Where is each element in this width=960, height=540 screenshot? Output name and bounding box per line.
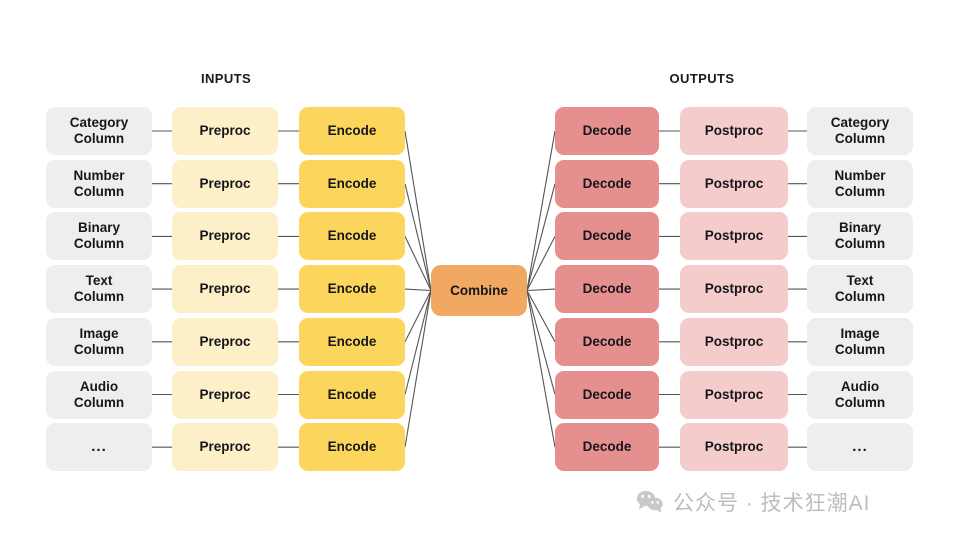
wechat-icon [636,490,663,513]
preproc-box[interactable]: Preproc [172,370,278,419]
input-column-box[interactable]: Category Column [46,107,152,155]
combine-to-decode-edge [526,290,556,395]
decode-box[interactable]: Decode [555,212,659,261]
decode-box[interactable]: Decode [555,107,659,155]
encode-to-combine-edge [404,290,432,448]
encode-to-combine-edge [404,130,432,291]
encode-box[interactable]: Encode [299,107,405,155]
combine-to-decode-edge [526,183,556,291]
postproc-box[interactable]: Postproc [680,423,788,472]
combine-to-decode-edge [526,130,556,291]
input-column-box[interactable]: Audio Column [46,370,152,419]
input-column-box[interactable]: Image Column [46,317,152,366]
output-column-box[interactable]: Image Column [807,317,913,366]
combine-node[interactable]: Combine [431,265,527,316]
input-column-box[interactable]: Text Column [46,265,152,314]
input-column-box[interactable]: Binary Column [46,212,152,261]
preproc-box[interactable]: Preproc [172,265,278,314]
output-column-box[interactable]: Text Column [807,265,913,314]
preproc-box[interactable]: Preproc [172,107,278,155]
encode-box[interactable]: Encode [299,159,405,208]
output-column-box[interactable]: Number Column [807,159,913,208]
encode-to-combine-edge [404,290,432,395]
output-column-box[interactable]: ... [807,423,913,472]
encode-box[interactable]: Encode [299,317,405,366]
inputs-section-title: INPUTS [200,71,252,86]
watermark: 公众号 · 技术狂潮AI [636,487,871,517]
preproc-box[interactable]: Preproc [172,159,278,208]
postproc-box[interactable]: Postproc [680,317,788,366]
postproc-box[interactable]: Postproc [680,159,788,208]
encode-to-combine-edge [404,288,432,292]
output-column-box[interactable]: Audio Column [807,370,913,419]
preproc-box[interactable]: Preproc [172,212,278,261]
input-column-box[interactable]: ... [46,423,152,472]
encode-to-combine-edge [404,236,432,291]
postproc-box[interactable]: Postproc [680,370,788,419]
decode-box[interactable]: Decode [555,265,659,314]
preproc-box[interactable]: Preproc [172,317,278,366]
decode-box[interactable]: Decode [555,317,659,366]
output-column-box[interactable]: Category Column [807,107,913,155]
combine-to-decode-edge [526,290,556,343]
output-column-box[interactable]: Binary Column [807,212,913,261]
encode-box[interactable]: Encode [299,370,405,419]
encode-to-combine-edge [404,183,432,291]
encode-box[interactable]: Encode [299,423,405,472]
combine-to-decode-edge [526,288,556,292]
input-column-box[interactable]: Number Column [46,159,152,208]
outputs-section-title: OUTPUTS [669,71,735,86]
decode-box[interactable]: Decode [555,423,659,472]
encode-to-combine-edge [404,290,432,343]
preproc-box[interactable]: Preproc [172,423,278,472]
postproc-box[interactable]: Postproc [680,212,788,261]
combine-to-decode-edge [526,290,556,448]
postproc-box[interactable]: Postproc [680,265,788,314]
watermark-text: 公众号 · 技术狂潮AI [673,492,871,515]
decode-box[interactable]: Decode [555,159,659,208]
postproc-box[interactable]: Postproc [680,107,788,155]
encode-box[interactable]: Encode [299,265,405,314]
decode-box[interactable]: Decode [555,370,659,419]
combine-to-decode-edge [526,236,556,291]
encode-box[interactable]: Encode [299,212,405,261]
